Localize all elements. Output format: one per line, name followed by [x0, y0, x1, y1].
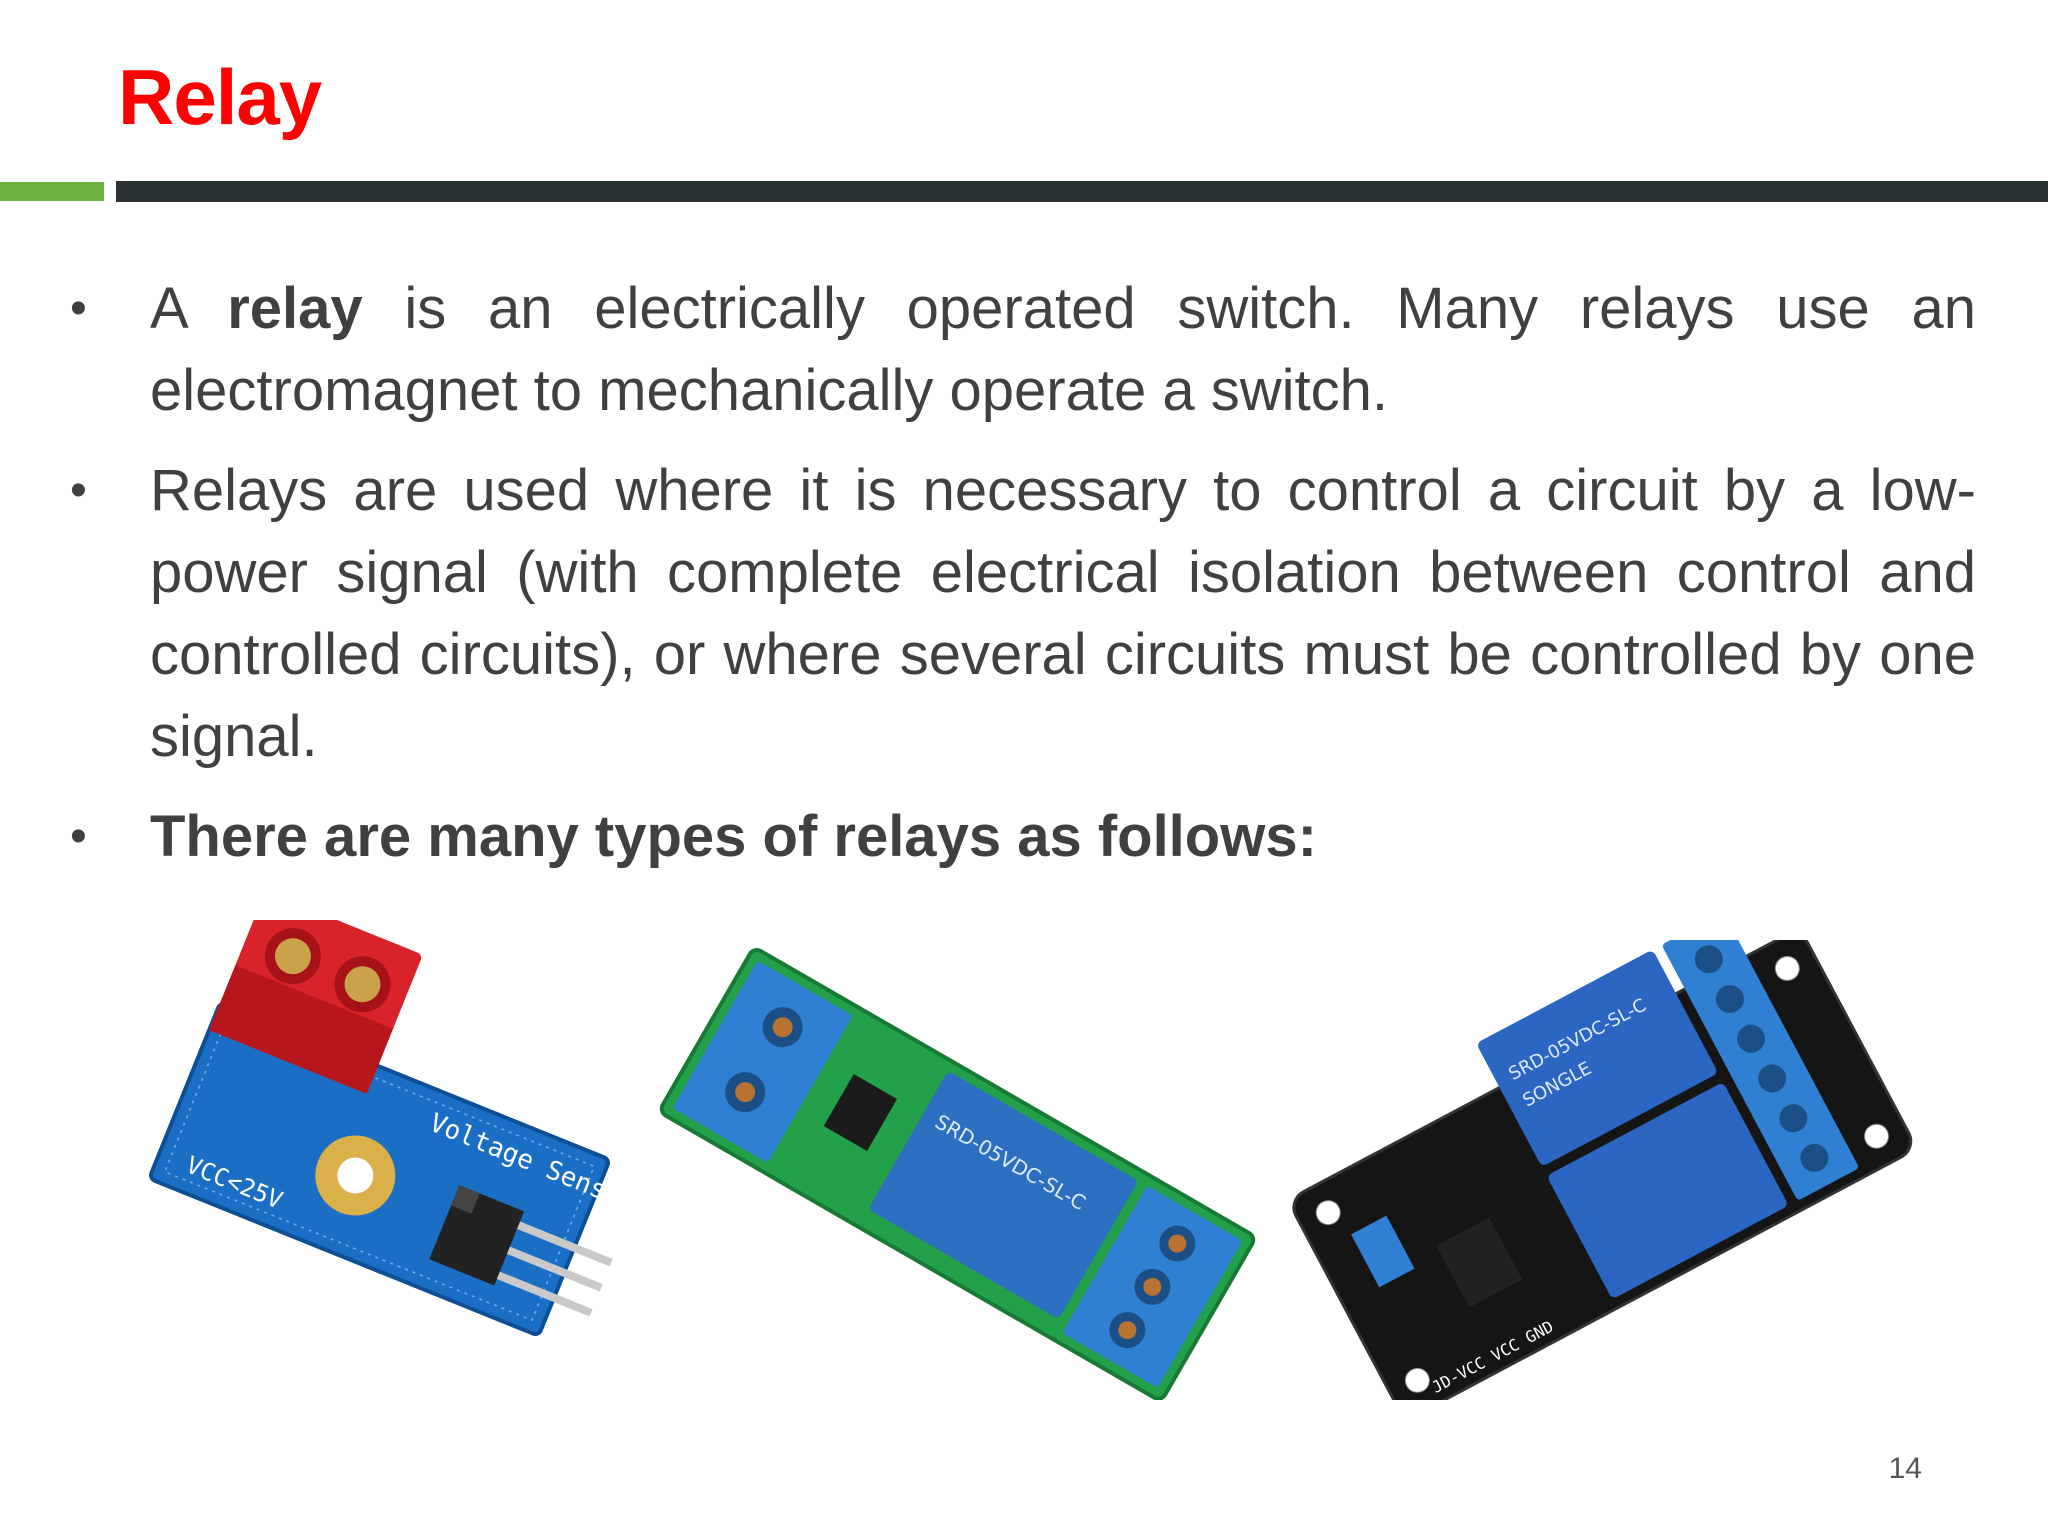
accent-bar-green [0, 182, 104, 201]
two-channel-relay-module-image: SRD-05VDC-SL-C SONGLE JD-VCC VCC GND [1292, 940, 1913, 1400]
bullet-icon: • [70, 282, 87, 335]
bullet-2-text: Relays are used where it is necessary to… [150, 458, 1976, 769]
voltage-sensor-module-image: Voltage Sensor VCC<25V [149, 920, 640, 1337]
bullet-icon: • [70, 810, 87, 863]
slide-title: Relay [118, 53, 322, 141]
bullet-item-2: • Relays are used where it is necessary … [70, 450, 1976, 778]
bullet-3-text: There are many types of relays as follow… [150, 804, 1317, 869]
bullet-item-3: • There are many types of relays as foll… [70, 796, 1976, 878]
bullet-1-bold: relay [227, 276, 363, 341]
bullet-icon: • [70, 464, 87, 517]
page-number: 14 [1888, 1452, 1922, 1485]
single-relay-module-image: SRD-05VDC-SL-C [659, 947, 1256, 1400]
bullet-item-1: • A relay is an electrically operated sw… [70, 268, 1976, 432]
bullet-1-post: is an electrically operated switch. Many… [150, 276, 1976, 423]
bullet-list: • A relay is an electrically operated sw… [70, 268, 1976, 896]
bullet-1-pre: A [150, 276, 228, 341]
header-divider-bar [116, 181, 2048, 202]
